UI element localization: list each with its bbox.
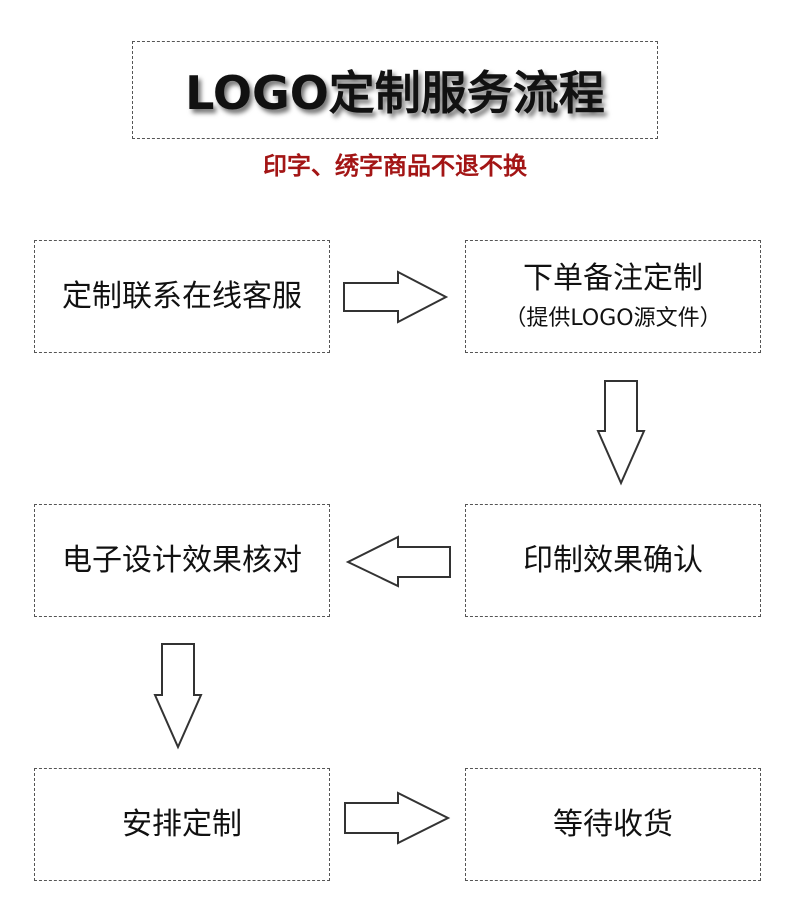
step-print-confirm: 印制效果确认 bbox=[465, 504, 761, 617]
step-arrange-production: 安排定制 bbox=[34, 768, 330, 881]
subtitle-notice: 印字、绣字商品不退不换 bbox=[263, 152, 527, 180]
title-box: LOGO定制服务流程 bbox=[132, 41, 658, 139]
arrow-right-icon bbox=[344, 791, 451, 845]
step-label: 下单备注定制 bbox=[523, 260, 703, 296]
step-design-check: 电子设计效果核对 bbox=[34, 504, 330, 617]
step-label: 安排定制 bbox=[122, 806, 242, 842]
step-place-order: 下单备注定制 （提供LOGO源文件） bbox=[465, 240, 761, 353]
step-contact-service: 定制联系在线客服 bbox=[34, 240, 330, 353]
step-sublabel: （提供LOGO源文件） bbox=[504, 305, 722, 331]
arrow-right-icon bbox=[343, 270, 449, 324]
step-label: 等待收货 bbox=[553, 806, 673, 842]
step-label: 印制效果确认 bbox=[523, 542, 703, 578]
step-label: 定制联系在线客服 bbox=[62, 278, 302, 314]
arrow-down-icon bbox=[153, 643, 203, 750]
step-await-delivery: 等待收货 bbox=[465, 768, 761, 881]
arrow-down-icon bbox=[596, 380, 646, 486]
page-title: LOGO定制服务流程 bbox=[185, 66, 605, 120]
step-label: 电子设计效果核对 bbox=[62, 542, 302, 578]
arrow-left-icon bbox=[345, 535, 451, 588]
